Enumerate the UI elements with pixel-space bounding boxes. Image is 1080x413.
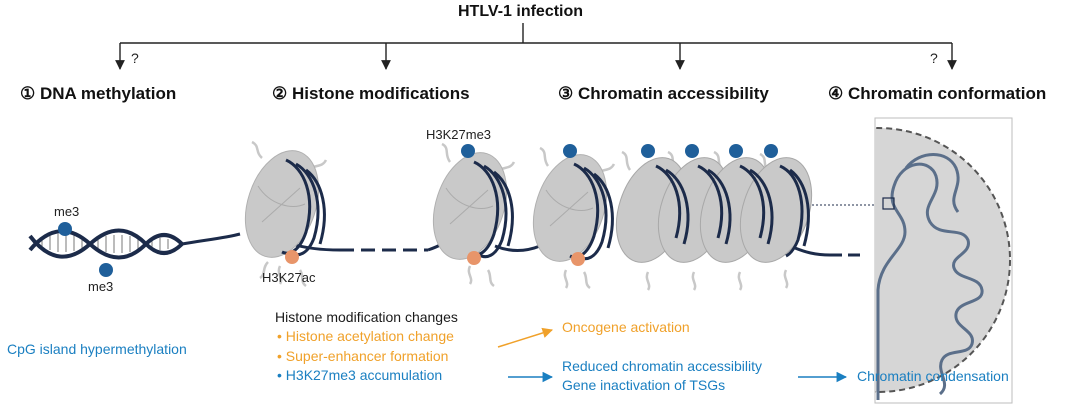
- methyl-dot: [461, 144, 475, 158]
- methyl-dot: [764, 144, 778, 158]
- step-dna-methylation: ① DNA methylation: [20, 84, 177, 103]
- methyl-dot: [58, 222, 72, 236]
- histone-change-item: • Histone acetylation change: [277, 328, 454, 344]
- step-chromatin-conformation: ④ Chromatin conformation: [828, 84, 1047, 103]
- nucleosome: [432, 142, 516, 288]
- outcome-gene-inactivation: Gene inactivation of TSGs: [562, 377, 726, 393]
- dna-helix: [28, 228, 184, 260]
- me3-label: me3: [54, 204, 80, 219]
- methyl-dot: [685, 144, 699, 158]
- histone-change-item: • Super-enhancer formation: [277, 348, 449, 364]
- me3-label: me3: [88, 279, 114, 294]
- nucleosome-stack: [615, 150, 813, 291]
- h3k27me3-label: H3K27me3: [426, 127, 492, 142]
- methyl-dot: [99, 263, 113, 277]
- histone-change-item: • H3K27me3 accumulation: [277, 367, 443, 383]
- dna-methylation-result: CpG island hypermethylation: [7, 341, 187, 357]
- methyl-dot: [641, 144, 655, 158]
- step-chromatin-accessibility: ③ Chromatin accessibility: [558, 84, 769, 103]
- nucleus-panel: [874, 117, 1013, 404]
- outcome-oncogene-activation: Oncogene activation: [562, 319, 690, 335]
- diagram-title: HTLV-1 infection: [458, 3, 584, 20]
- methyl-dot: [729, 144, 743, 158]
- methyl-dot: [563, 144, 577, 158]
- outcome-reduced-accessibility: Reduced chromatin accessibility: [562, 358, 762, 374]
- outcome-chromatin-condensation: Chromatin condensation: [857, 368, 1009, 384]
- unknown-mark-chromatin-conformation: ?: [930, 50, 938, 66]
- h3k27ac-label: H3K27ac: [262, 270, 316, 285]
- acetyl-dot: [571, 252, 585, 266]
- acetyl-dot: [285, 250, 299, 264]
- branch-tree: [115, 23, 957, 70]
- nucleosome: [532, 146, 616, 290]
- step-histone-modifications: ② Histone modifications: [272, 84, 470, 103]
- acetyl-dot: [467, 251, 481, 265]
- unknown-mark-dna-methylation: ?: [131, 50, 139, 66]
- arrow-oncogene: [497, 327, 554, 348]
- nucleosome: [244, 140, 328, 288]
- histone-changes-header: Histone modification changes: [275, 309, 458, 325]
